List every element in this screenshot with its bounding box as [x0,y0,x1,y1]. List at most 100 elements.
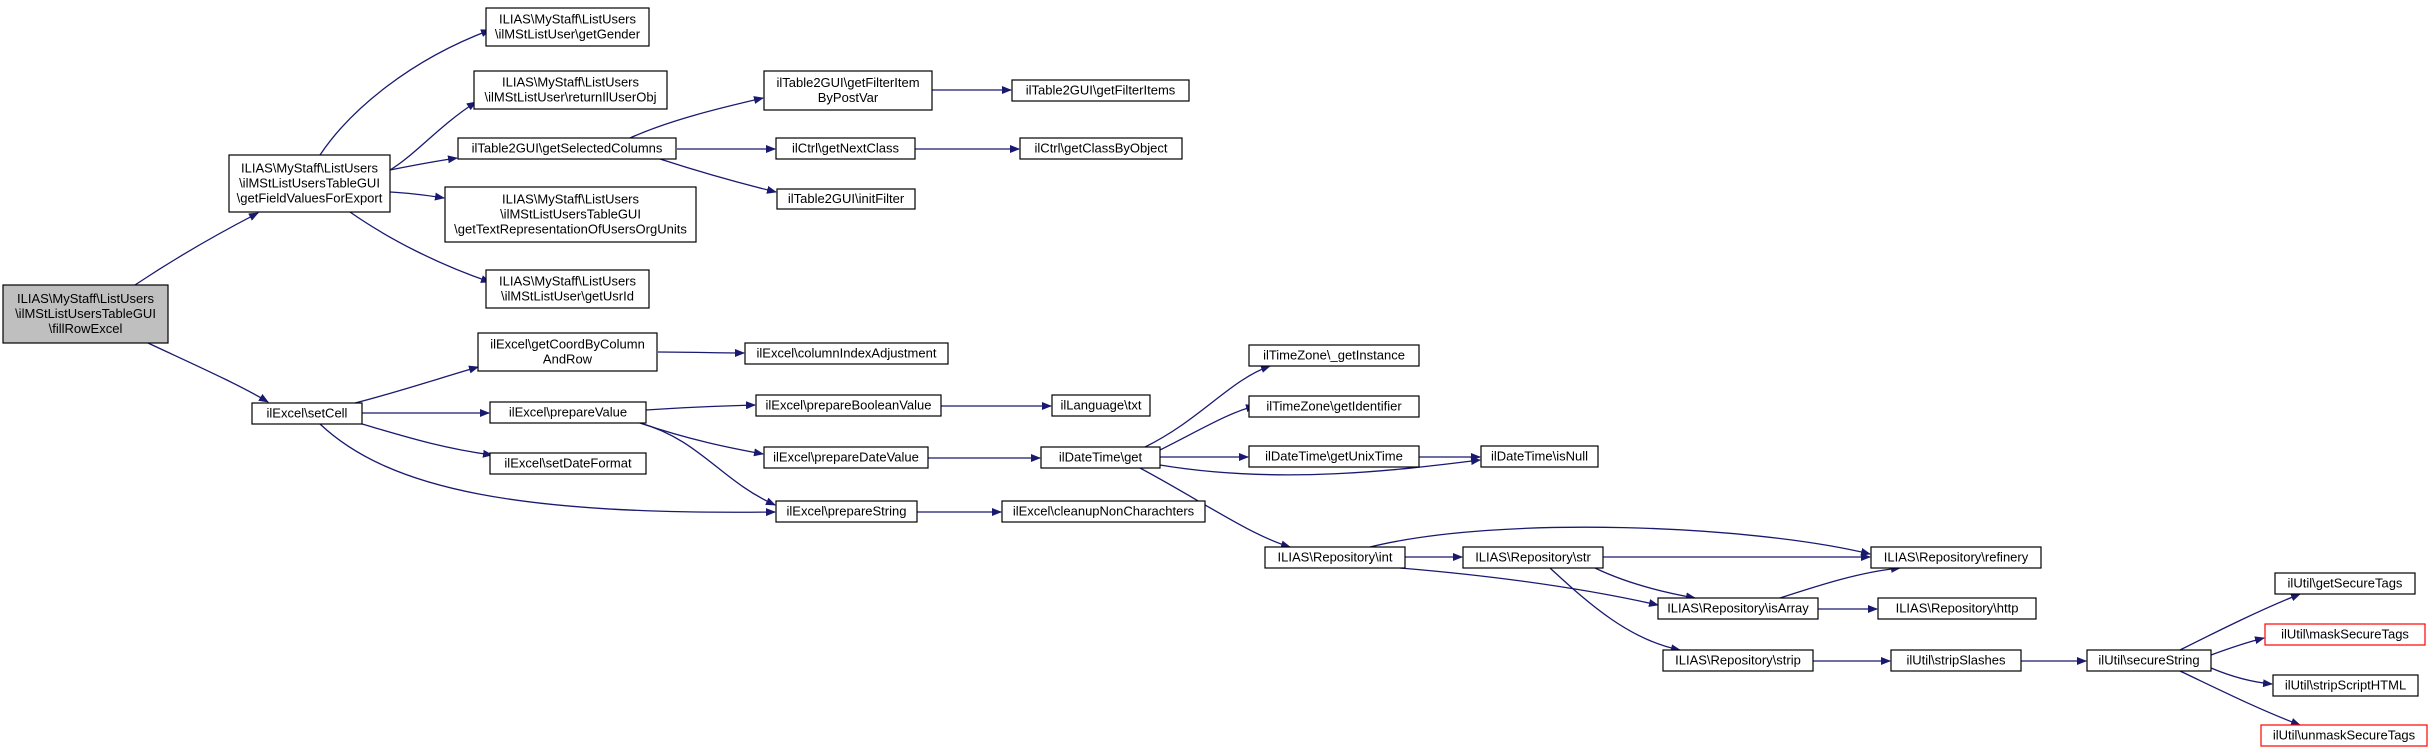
edge-setCell-to-getCoordByColumnAndRow [354,365,479,404]
node-refinery[interactable]: ILIAS\Repository\refinery [1870,546,2042,569]
edge-secureString-to-maskSecureTags [2210,636,2265,656]
node-prepareBooleanValue[interactable]: ilExcel\prepareBooleanValue [755,394,942,417]
node-fillRowExcel[interactable]: ILIAS\MyStaff\ListUsers\ilMStListUsersTa… [2,284,169,344]
node-box [1248,344,1420,367]
node-box [763,446,929,469]
node-prepareValue[interactable]: ilExcel\prepareValue [489,401,647,424]
node-box [755,394,942,417]
node-label: ilTable2GUI\getFilterItems [1026,83,1176,98]
node-box [477,332,658,372]
edge-dtGet-to-isNull [1159,457,1481,476]
node-label: ilCtrl\getNextClass [792,141,899,156]
node-getNextClass[interactable]: ilCtrl\getNextClass [775,137,916,160]
node-cleanupNonCharachters[interactable]: ilExcel\cleanupNonCharachters [1001,500,1206,523]
nodes-layer: ILIAS\MyStaff\ListUsers\ilMStListUsersTa… [2,7,2428,747]
node-setDateFormat[interactable]: ilExcel\setDateFormat [489,452,647,475]
edge-setCell-to-prepareString [319,423,776,517]
edges-layer [134,29,2301,726]
node-prepareString[interactable]: ilExcel\prepareString [775,500,918,523]
node-getUsrId[interactable]: ILIAS\MyStaff\ListUsers\ilMStListUser\ge… [485,269,650,309]
edge-getFieldValuesForExport-to-getUsrId [349,211,491,283]
node-label: ilUtil\stripSlashes [1907,653,2006,668]
edge-getFieldValuesForExport-to-returnIlUserObj [389,101,477,171]
edge-getCoordByColumnAndRow-to-columnIndexAdjustment [657,348,745,357]
node-box [1480,445,1599,468]
node-label: ilTable2GUI\getSelectedColumns [472,141,663,156]
node-repoInt[interactable]: ILIAS\Repository\int [1264,546,1406,569]
node-getClassByObject[interactable]: ilCtrl\getClassByObject [1019,137,1183,160]
node-getSecureTags[interactable]: ilUtil\getSecureTags [2274,572,2416,595]
node-label: ILIAS\Repository\refinery [1884,550,2029,565]
node-returnIlUserObj[interactable]: ILIAS\MyStaff\ListUsers\ilMStListUser\re… [473,70,668,110]
node-box [2274,572,2416,595]
node-dtGet[interactable]: ilDateTime\get [1040,446,1161,469]
node-http[interactable]: ILIAS\Repository\http [1877,597,2037,620]
node-box [1264,546,1406,569]
edge-prepareValue-to-prepareBooleanValue [645,401,756,411]
node-label: ilUtil\stripScriptHTML [2285,678,2406,693]
node-getFieldValuesForExport[interactable]: ILIAS\MyStaff\ListUsers\ilMStListUsersTa… [228,154,391,213]
node-isNull[interactable]: ilDateTime\isNull [1480,445,1599,468]
node-label: ilExcel\cleanupNonCharachters [1013,504,1195,519]
node-label: AndRow [543,352,593,367]
node-secureString[interactable]: ilUtil\secureString [2086,649,2212,672]
node-tzGetInstance[interactable]: ilTimeZone\_getInstance [1248,344,1420,367]
node-setCell[interactable]: ilExcel\setCell [251,402,363,425]
node-box [1040,446,1161,469]
edge-dtGet-to-tzGetInstance [1144,365,1271,448]
node-label: ilUtil\maskSecureTags [2281,627,2409,642]
node-label: ILIAS\Repository\int [1278,550,1393,565]
node-label: ILIAS\MyStaff\ListUsers [241,161,379,176]
node-label: ILIAS\Repository\http [1896,601,2019,616]
node-box [457,137,677,160]
node-label: ILIAS\MyStaff\ListUsers [499,274,637,289]
node-getUnixTime[interactable]: ilDateTime\getUnixTime [1248,445,1420,468]
node-getSelectedColumns[interactable]: ilTable2GUI\getSelectedColumns [457,137,677,160]
node-box [1019,137,1183,160]
edge-getFieldValuesForExport-to-getTextRepresentationOfUsersOrgUnits [389,191,445,201]
node-columnIndexAdjustment[interactable]: ilExcel\columnIndexAdjustment [744,342,949,365]
node-label: ilUtil\secureString [2098,653,2199,668]
node-stripSlashes[interactable]: ilUtil\stripSlashes [1890,649,2022,672]
node-box [775,137,916,160]
node-txt[interactable]: ilLanguage\txt [1051,394,1151,417]
node-isArray[interactable]: ILIAS\Repository\isArray [1657,597,1819,620]
node-prepareDateValue[interactable]: ilExcel\prepareDateValue [763,446,929,469]
node-box [1870,546,2042,569]
node-box [2260,724,2428,747]
node-initFilter[interactable]: ilTable2GUI\initFilter [776,188,916,210]
node-label: ilExcel\getCoordByColumn [490,337,645,352]
node-box [1001,500,1206,523]
node-unmaskSecureTags[interactable]: ilUtil\unmaskSecureTags [2260,724,2428,747]
node-getFilterItems[interactable]: ilTable2GUI\getFilterItems [1011,79,1190,102]
node-strip[interactable]: ILIAS\Repository\strip [1662,649,1814,672]
node-box [1051,394,1151,417]
node-label: ilExcel\setDateFormat [504,456,632,471]
node-getTextRepresentationOfUsersOrgUnits[interactable]: ILIAS\MyStaff\ListUsers\ilMStListUsersTa… [444,186,697,243]
node-repoStr[interactable]: ILIAS\Repository\str [1462,546,1604,569]
edge-getFieldValuesForExport-to-getGender [319,29,491,156]
node-label: ilTimeZone\_getInstance [1263,348,1405,363]
node-box [1662,649,1814,672]
node-label: ILIAS\MyStaff\ListUsers [502,192,640,207]
node-tzGetIdentifier[interactable]: ilTimeZone\getIdentifier [1248,395,1420,418]
node-stripScriptHTML[interactable]: ilUtil\stripScriptHTML [2272,674,2419,697]
node-label: ilExcel\prepareBooleanValue [766,398,932,413]
edge-setCell-to-setDateFormat [361,423,493,458]
node-label: ilExcel\prepareString [787,504,907,519]
node-label: ilDateTime\get [1059,450,1143,465]
node-getGender[interactable]: ILIAS\MyStaff\ListUsers\ilMStListUser\ge… [485,7,650,47]
edge-repoStr-to-isArray [1594,567,1696,601]
node-label: ilDateTime\isNull [1491,449,1588,464]
node-box [1248,395,1420,418]
node-box [251,402,363,425]
node-maskSecureTags[interactable]: ilUtil\maskSecureTags [2264,623,2426,646]
node-box [473,70,668,110]
node-box [763,70,933,111]
node-box [1657,597,1819,620]
node-label: ByPostVar [818,90,879,105]
node-label: ilLanguage\txt [1061,398,1142,413]
